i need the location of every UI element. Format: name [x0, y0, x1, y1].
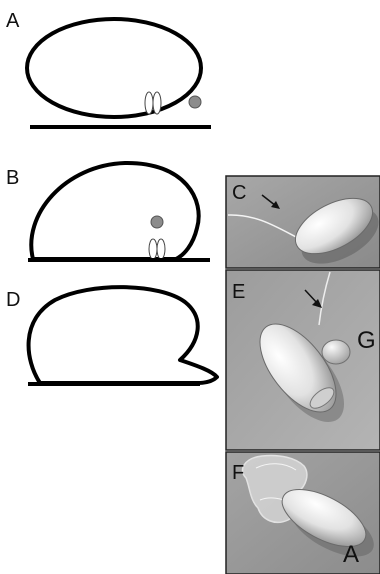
receptor-particle	[189, 96, 201, 108]
panel-e-label: E	[232, 281, 245, 303]
panel-d-diagram: D	[6, 287, 217, 384]
panel-d-label: D	[6, 289, 20, 311]
label-g: G	[357, 327, 376, 354]
panel-a-diagram: A	[6, 10, 211, 127]
panel-f-label: F	[232, 462, 244, 484]
spreading-cell-outline	[29, 287, 217, 383]
panel-a-label: A	[6, 10, 20, 32]
label-a: A	[343, 541, 359, 568]
panel-e-micrograph: E G	[226, 270, 380, 450]
panel-f-micrograph: F A	[226, 452, 380, 574]
receptor-particle	[151, 216, 163, 228]
adhesin-left	[145, 92, 153, 114]
adhesin-left	[149, 239, 157, 259]
cell-outline	[27, 19, 201, 117]
adhesin-right	[157, 239, 165, 259]
panel-c-micrograph: C	[226, 176, 380, 275]
adhesin-right	[153, 92, 161, 114]
panel-b-label: B	[6, 167, 19, 189]
daughter-bud	[322, 340, 350, 364]
panel-b-diagram: B	[6, 163, 210, 260]
panel-c-label: C	[232, 182, 246, 204]
cell-outline	[31, 163, 198, 259]
